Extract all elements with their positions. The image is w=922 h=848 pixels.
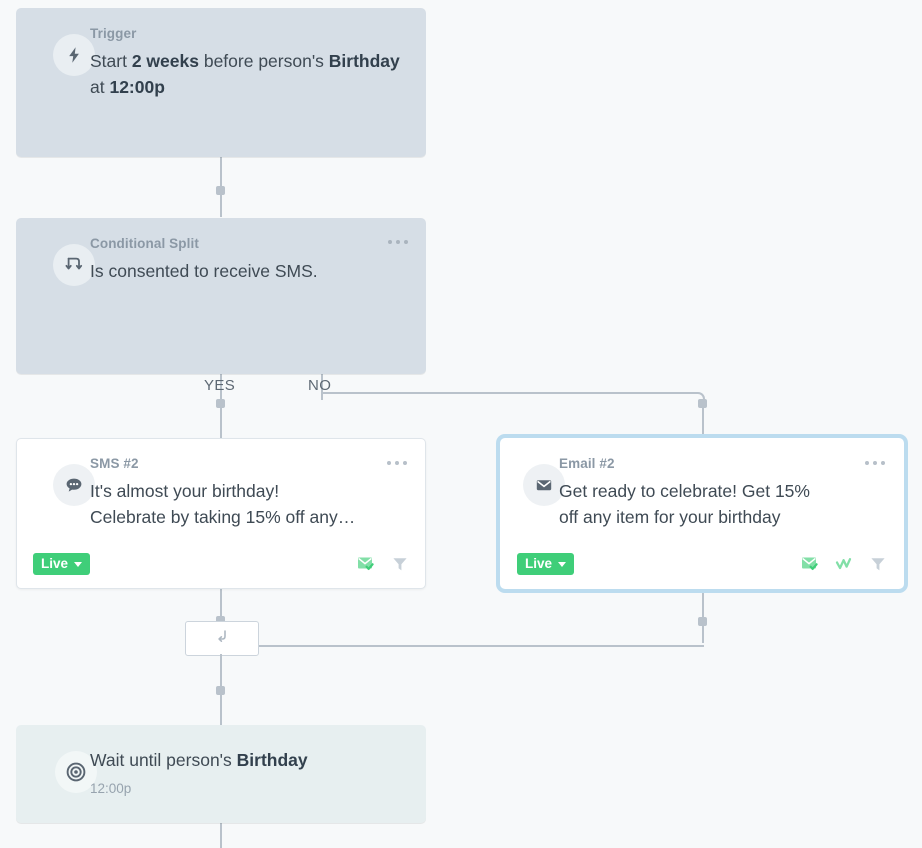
email-footer-icons xyxy=(801,555,887,573)
conditional-split-headline: Is consented to receive SMS. xyxy=(90,261,318,281)
sms-line1: It's almost your birthday! xyxy=(90,481,280,501)
trigger-body: Trigger Start 2 weeks before person's Bi… xyxy=(90,26,410,100)
sms-footer: Live xyxy=(33,553,409,575)
email-kicker: Email #2 xyxy=(559,456,615,471)
envelope-icon xyxy=(523,464,565,506)
wait-node[interactable]: Wait until person's Birthday 12:00p xyxy=(16,725,426,823)
wait-headline: Wait until person's Birthday xyxy=(90,747,410,773)
email-footer: Live xyxy=(517,553,887,575)
trigger-text-a: Start xyxy=(90,51,132,71)
chat-bubble-icon xyxy=(53,464,95,506)
trigger-text-e: at xyxy=(90,77,110,97)
connector-no-down xyxy=(702,400,704,438)
sms-line2: Celebrate by taking 15% off any… xyxy=(90,507,356,527)
conditional-split-more-icon[interactable] xyxy=(386,236,410,248)
wait-text-a: Wait until person's xyxy=(90,750,237,770)
funnel-icon[interactable] xyxy=(869,555,887,573)
wait-text-b: Birthday xyxy=(236,750,308,770)
conditional-split-node[interactable]: Conditional Split Is consented to receiv… xyxy=(16,218,426,374)
conditional-split-body: Conditional Split Is consented to receiv… xyxy=(90,236,410,284)
email-more-icon[interactable] xyxy=(863,457,887,469)
wait-body: Wait until person's Birthday 12:00p xyxy=(90,747,410,796)
connector-dot-merge-top xyxy=(216,616,225,625)
trigger-text-c: before person's xyxy=(198,51,329,71)
sms-kicker: SMS #2 xyxy=(90,456,139,471)
trigger-text-f: 12:00p xyxy=(109,77,165,97)
connector-dot-email-down xyxy=(698,617,707,626)
email-line1: Get ready to celebrate! Get 15% xyxy=(559,481,810,501)
sms-node[interactable]: SMS #2 It's almost your birthday! Celebr… xyxy=(16,438,426,589)
funnel-icon[interactable] xyxy=(391,555,409,573)
connector-merge-elbow xyxy=(257,637,704,647)
connector-wait-down xyxy=(220,823,222,848)
sms-body: SMS #2 It's almost your birthday! Celebr… xyxy=(90,456,409,530)
merge-node[interactable] xyxy=(185,621,259,656)
trigger-kicker: Trigger xyxy=(90,26,137,41)
connector-no-elbow xyxy=(321,392,705,404)
merge-arrow-icon xyxy=(214,628,230,649)
split-arrows-icon xyxy=(53,244,95,286)
connector-dot-wait xyxy=(216,686,225,695)
branch-label-yes: YES xyxy=(204,377,236,394)
email-status-badge[interactable]: Live xyxy=(517,553,575,575)
envelope-check-icon[interactable] xyxy=(801,555,821,573)
email-body: Email #2 Get ready to celebrate! Get 15%… xyxy=(559,456,887,530)
chevron-down-icon xyxy=(558,561,567,567)
connector-dot-no xyxy=(698,399,707,408)
sms-footer-icons xyxy=(357,555,409,573)
sms-status-label: Live xyxy=(41,556,69,571)
trigger-headline: Start 2 weeks before person's Birthday a… xyxy=(90,48,410,100)
connector-dot xyxy=(216,186,225,195)
target-icon xyxy=(55,751,97,793)
envelope-check-icon[interactable] xyxy=(357,555,377,573)
connector-email-down xyxy=(702,589,704,637)
trigger-text-d: Birthday xyxy=(328,51,400,71)
connector-no-corner xyxy=(321,374,335,400)
chevron-down-icon xyxy=(74,561,83,567)
email-status-label: Live xyxy=(525,556,553,571)
branch-label-no: NO xyxy=(308,377,332,394)
trigger-text-b: 2 weeks xyxy=(131,51,199,71)
trigger-node[interactable]: Trigger Start 2 weeks before person's Bi… xyxy=(16,8,426,157)
connector-dot-yes xyxy=(216,399,225,408)
sms-more-icon[interactable] xyxy=(385,457,409,469)
connector-sms-to-merge xyxy=(220,589,222,622)
conditional-split-kicker: Conditional Split xyxy=(90,236,199,251)
email-line2: off any item for your birthday xyxy=(559,507,781,527)
lightning-bolt-icon xyxy=(53,34,95,76)
sms-status-badge[interactable]: Live xyxy=(33,553,91,575)
wait-subline: 12:00p xyxy=(90,781,132,796)
smart-sending-icon[interactable] xyxy=(835,555,855,573)
connector-merge-elbow-riser xyxy=(702,630,704,643)
email-node[interactable]: Email #2 Get ready to celebrate! Get 15%… xyxy=(500,438,904,589)
